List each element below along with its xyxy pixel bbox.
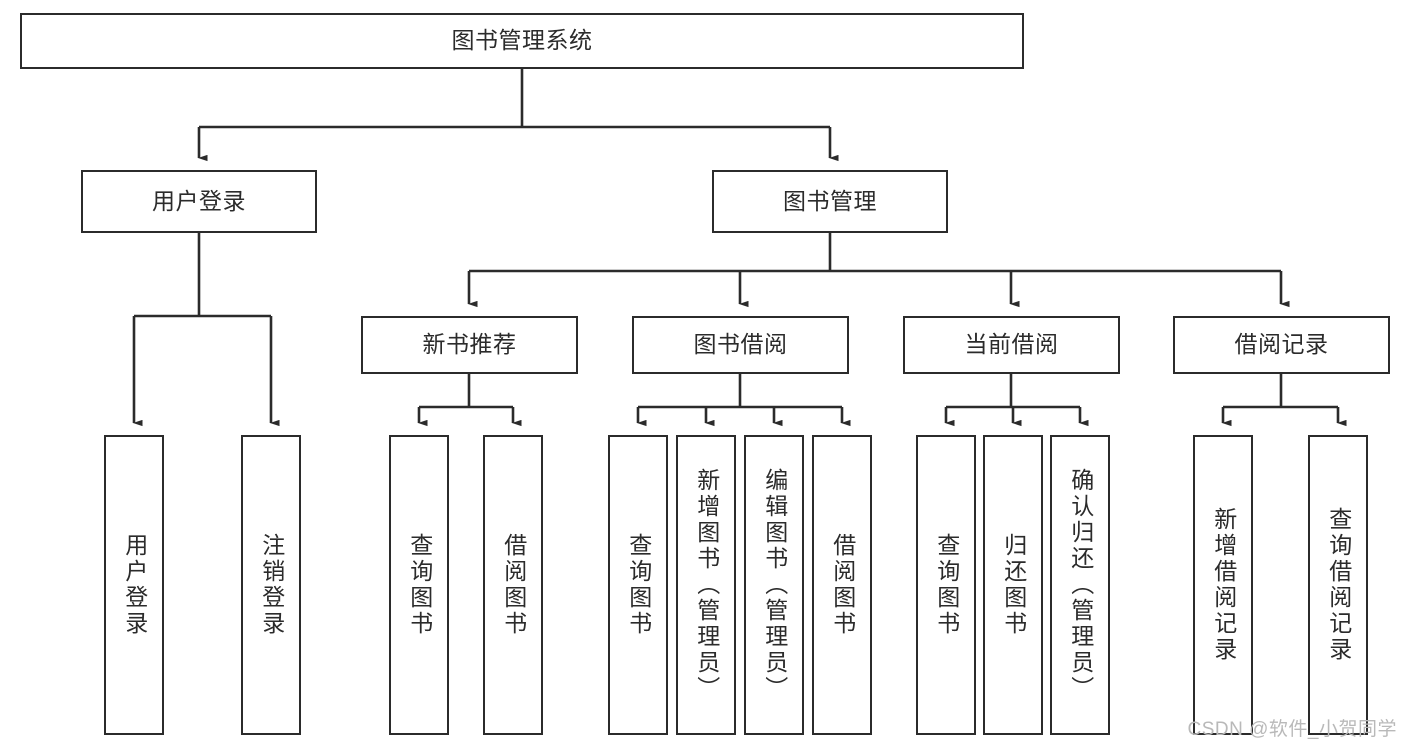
node-leaf-query-book-1[interactable]: 查询图书 — [389, 435, 449, 735]
node-label: 新增借阅记录 — [1210, 507, 1237, 663]
node-label: 借阅图书 — [500, 533, 527, 637]
node-label: 借阅记录 — [1234, 331, 1329, 358]
node-label: 用户登录 — [152, 187, 246, 214]
node-leaf-query-borrow-record[interactable]: 查询借阅记录 — [1308, 435, 1368, 735]
node-label: 图书管理系统 — [451, 27, 593, 54]
node-label: 图书借阅 — [693, 331, 788, 358]
node-leaf-add-borrow-record[interactable]: 新增借阅记录 — [1193, 435, 1253, 735]
node-label: 查询图书 — [625, 533, 652, 637]
node-label: 查询图书 — [406, 533, 433, 637]
node-leaf-confirm-return-admin[interactable]: 确认归还（管理员） — [1050, 435, 1110, 735]
node-leaf-user-login[interactable]: 用户登录 — [104, 435, 164, 735]
csdn-watermark: CSDN @软件_小贺同学 — [1187, 719, 1397, 740]
node-book-manage[interactable]: 图书管理 — [712, 170, 948, 233]
node-book-management-system[interactable]: 图书管理系统 — [20, 13, 1024, 69]
node-label: 用户登录 — [121, 533, 148, 637]
node-leaf-borrow-book-1[interactable]: 借阅图书 — [483, 435, 543, 735]
node-borrow-record[interactable]: 借阅记录 — [1173, 316, 1390, 374]
node-label: 新增图书（管理员） — [693, 468, 720, 702]
node-user-login[interactable]: 用户登录 — [81, 170, 317, 233]
node-leaf-logout-login[interactable]: 注销登录 — [241, 435, 301, 735]
node-label: 确认归还（管理员） — [1067, 468, 1094, 702]
node-leaf-query-book-2[interactable]: 查询图书 — [608, 435, 668, 735]
node-label: 注销登录 — [258, 533, 285, 637]
node-label: 新书推荐 — [422, 331, 517, 358]
node-leaf-edit-book-admin[interactable]: 编辑图书（管理员） — [744, 435, 804, 735]
node-leaf-add-book-admin[interactable]: 新增图书（管理员） — [676, 435, 736, 735]
node-leaf-query-book-3[interactable]: 查询图书 — [916, 435, 976, 735]
node-leaf-return-book[interactable]: 归还图书 — [983, 435, 1043, 735]
node-label: 编辑图书（管理员） — [761, 468, 788, 702]
node-label: 归还图书 — [1000, 533, 1027, 637]
node-label: 查询借阅记录 — [1325, 507, 1352, 663]
node-label: 查询图书 — [933, 533, 960, 637]
node-label: 当前借阅 — [964, 331, 1059, 358]
node-new-book-recommend[interactable]: 新书推荐 — [361, 316, 578, 374]
node-label: 图书管理 — [783, 187, 877, 214]
node-book-borrow[interactable]: 图书借阅 — [632, 316, 849, 374]
node-current-borrow[interactable]: 当前借阅 — [903, 316, 1120, 374]
node-leaf-borrow-book-2[interactable]: 借阅图书 — [812, 435, 872, 735]
node-label: 借阅图书 — [829, 533, 856, 637]
